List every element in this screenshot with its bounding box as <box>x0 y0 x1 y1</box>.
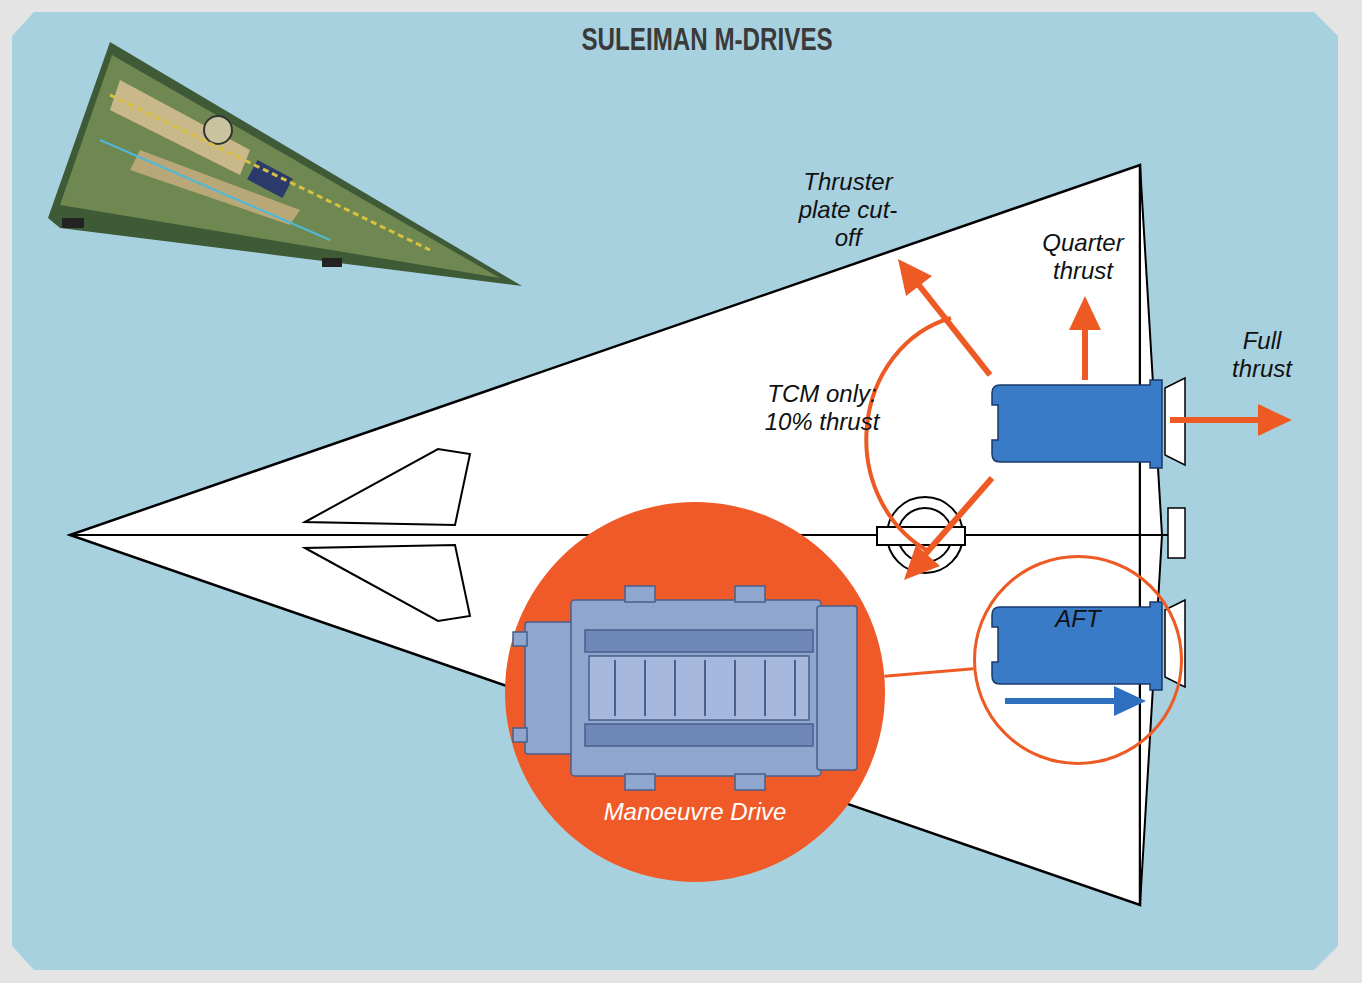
title: SULEIMAN M-DRIVES <box>581 22 832 58</box>
drive-callout-circle: Manoeuvre Drive <box>505 502 885 882</box>
callout-label: Quarter thrust <box>1031 229 1135 285</box>
callout-label: TCM only: 10% thrust <box>747 380 897 436</box>
node-label: AFT <box>976 605 1180 633</box>
fin <box>305 449 470 525</box>
connector <box>884 669 973 676</box>
connector-line <box>884 669 973 676</box>
node-label: Manoeuvre Drive <box>505 798 885 826</box>
callout-label: Full thrust <box>1220 327 1304 383</box>
fin <box>305 545 470 621</box>
callout-label: Thruster plate cut-off <box>792 168 904 252</box>
ship-render <box>48 42 522 286</box>
detail-circle: AFT <box>973 555 1183 765</box>
thrust-arrow <box>866 259 1292 716</box>
stern-fitting <box>1168 508 1185 558</box>
engine <box>992 378 1185 468</box>
turret-barrel <box>877 527 965 545</box>
panel <box>12 12 1338 970</box>
